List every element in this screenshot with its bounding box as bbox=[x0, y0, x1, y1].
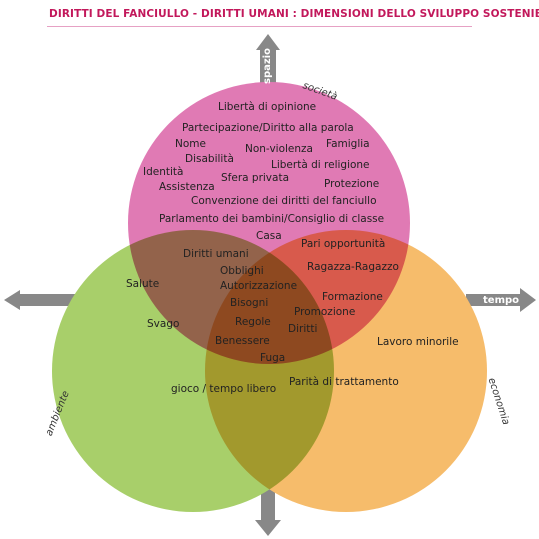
term-obblighi: Obblighi bbox=[220, 265, 264, 277]
term-promozione: Promozione bbox=[294, 306, 356, 318]
arrow-left bbox=[4, 290, 76, 310]
term-salute: Salute bbox=[126, 278, 160, 290]
arrow-right bbox=[466, 288, 536, 312]
term-bisogni: Bisogni bbox=[230, 297, 269, 309]
term-casa: Casa bbox=[256, 230, 282, 242]
term-lavoro-minorile: Lavoro minorile bbox=[377, 336, 459, 348]
axis-label-tempo: tempo bbox=[483, 295, 520, 306]
term-svago: Svago bbox=[147, 318, 180, 330]
term-formazione: Formazione bbox=[322, 291, 383, 303]
term-diritti-umani: Diritti umani bbox=[183, 248, 249, 260]
term-sfera-privata: Sfera privata bbox=[221, 172, 290, 184]
term-gioco-tempo-libero: gioco / tempo libero bbox=[171, 383, 277, 395]
title-bar: DIRITTI DEL FANCIULLO - DIRITTI UMANI : … bbox=[47, 6, 539, 27]
term-non-violenza: Non-violenza bbox=[245, 143, 313, 155]
term-liberta-religione: Libertà di religione bbox=[271, 159, 370, 171]
term-disabilita: Disabilità bbox=[185, 153, 234, 165]
term-parlamento: Parlamento dei bambini/Consiglio di clas… bbox=[159, 213, 385, 225]
term-ragazza-ragazzo: Ragazza-Ragazzo bbox=[307, 261, 399, 273]
term-protezione: Protezione bbox=[324, 178, 380, 190]
term-assistenza: Assistenza bbox=[159, 181, 215, 193]
axis-label-spazio: spazio bbox=[262, 48, 273, 84]
term-liberta-opinione: Libertà di opinione bbox=[218, 101, 317, 113]
term-diritti: Diritti bbox=[288, 323, 318, 335]
term-benessere: Benessere bbox=[215, 335, 270, 347]
venn-circles bbox=[52, 82, 487, 512]
term-convenzione: Convenzione dei diritti del fanciullo bbox=[191, 195, 377, 207]
term-parita-trattamento: Parità di trattamento bbox=[289, 376, 399, 388]
term-partecipazione: Partecipazione/Diritto alla parola bbox=[182, 122, 354, 134]
term-regole: Regole bbox=[235, 316, 271, 328]
term-fuga: Fuga bbox=[260, 352, 286, 364]
term-famiglia: Famiglia bbox=[326, 138, 370, 150]
page-title: DIRITTI DEL FANCIULLO - DIRITTI UMANI : … bbox=[49, 8, 539, 20]
arrow-down bbox=[255, 486, 281, 536]
circle-economia bbox=[205, 230, 487, 512]
term-nome: Nome bbox=[175, 138, 206, 150]
term-pari-opportunita: Pari opportunità bbox=[301, 238, 386, 250]
term-identita: Identità bbox=[143, 166, 184, 178]
term-autorizzazione: Autorizzazione bbox=[220, 280, 298, 292]
